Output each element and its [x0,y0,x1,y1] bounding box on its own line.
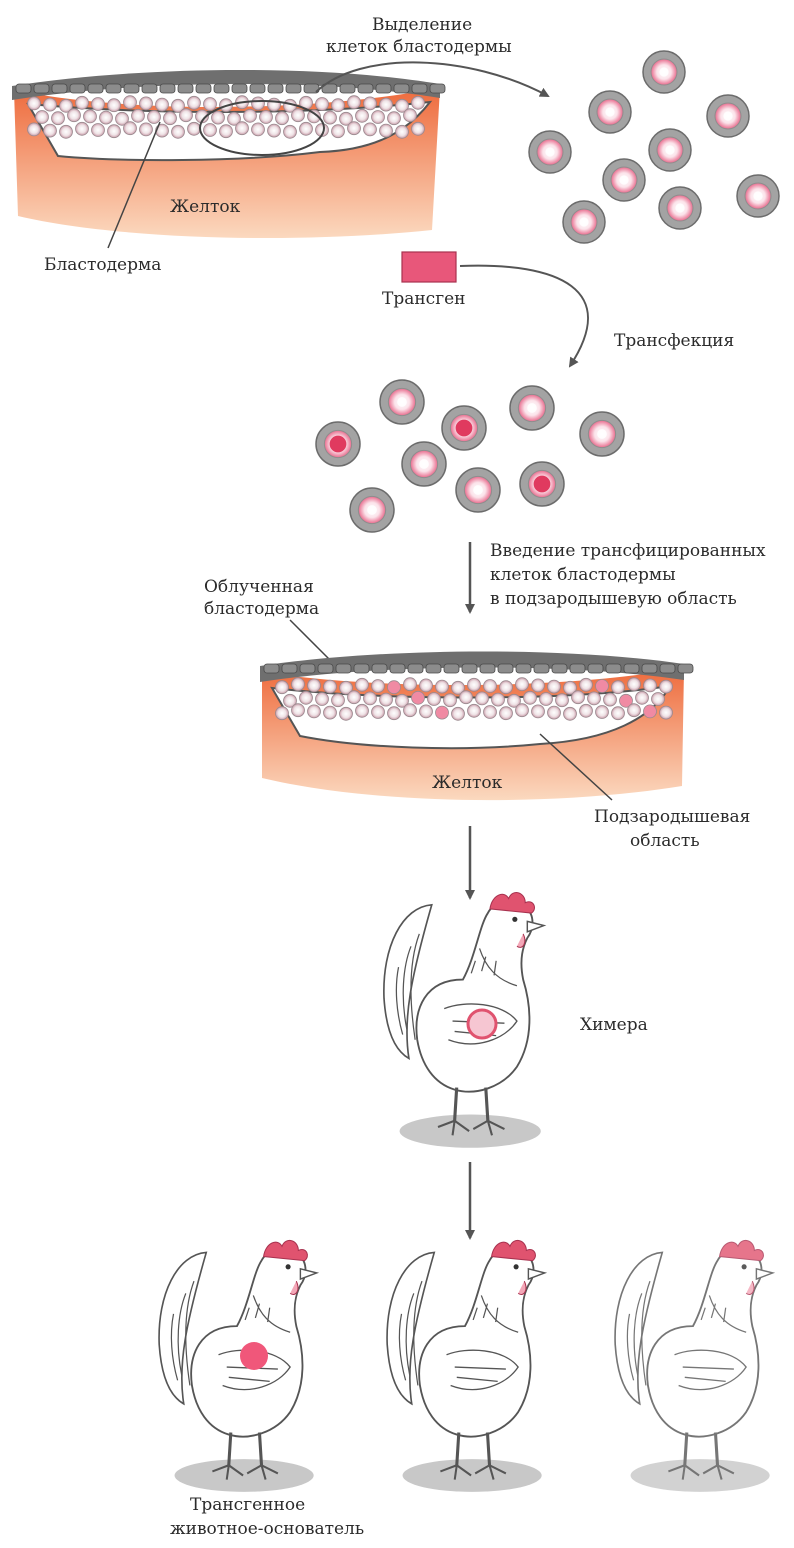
chimera-germline-spot [468,1010,496,1038]
cell-icon [649,129,691,171]
cell-icon [350,488,394,532]
injection-label-line2: клеток бластодермы [490,565,676,585]
cell-icon [456,468,500,512]
injection-label-line1: Введение трансфицированных [490,541,766,561]
subgerminal-label-line1: Подзародышевая [594,807,750,827]
yolk-label-bottom: Желток [432,773,503,793]
subgerminal-label-line2: область [630,831,700,851]
transgene-marker-spot [240,1342,268,1370]
irradiated-pointer [290,620,330,660]
cell-icon [580,412,624,456]
transgene-label: Трансген [382,289,466,309]
cell-icon [402,442,446,486]
cell-icon [589,91,631,133]
cell-icon [563,201,605,243]
offspring-chicken-icon-3 [615,1240,773,1491]
chimera-label: Химера [580,1015,648,1035]
cell-icon [316,422,360,466]
cell-icon [659,187,701,229]
irradiated-label-line1: Облученная [204,577,314,597]
yolk-label-top: Желток [170,197,241,217]
founder-label-line2: животное-основатель [170,1519,364,1539]
irradiated-label-line2: бластодерма [204,599,319,619]
cell-icon [520,462,564,506]
cell-icon [442,406,486,450]
isolated-blastoderm-cells [529,51,779,243]
top-egg-section [12,70,445,248]
transgene-block [402,252,456,282]
cell-icon [643,51,685,93]
cell-icon [510,386,554,430]
injection-label-line3: в подзародышевую область [490,589,737,609]
blastoderm-label: Бластодерма [44,255,161,275]
cell-icon [707,95,749,137]
chimera-chicken-icon [384,893,544,1148]
isolation-label-line1: Выделение [372,15,472,35]
offspring-chicken-icon-2 [387,1240,545,1491]
cell-icon [529,131,571,173]
transfection-label: Трансфекция [614,331,734,351]
cell-icon [603,159,645,201]
cell-icon [380,380,424,424]
transfected-cells [316,380,624,532]
transgenic-founder-chicken-icon [159,1240,317,1491]
transfection-arrow-icon [460,266,588,366]
cell-icon [737,175,779,217]
founder-label-line1: Трансгенное [190,1495,305,1515]
isolation-label-line2: клеток бластодермы [326,37,512,57]
